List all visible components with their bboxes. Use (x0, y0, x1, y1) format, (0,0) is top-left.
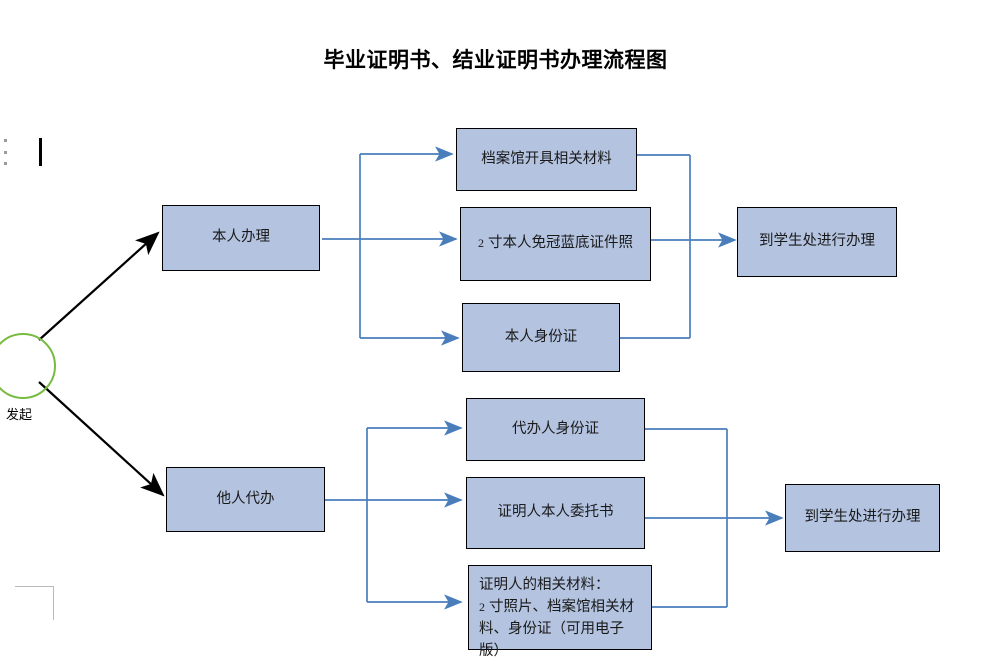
node-text-line-2: 2 寸照片、档案馆相关材 (479, 596, 643, 618)
drag-handle-dots[interactable] (4, 139, 8, 165)
node-self-handling[interactable]: 本人办理 (162, 205, 320, 271)
node-self-result[interactable]: 到学生处进行办理 (737, 207, 897, 277)
node-leading-number: 2 (477, 236, 484, 251)
drag-dot (4, 150, 7, 154)
node-proxy-req-materials[interactable]: 证明人的相关材料： 2 寸照片、档案馆相关材 料、身份证（可用电子版） (468, 565, 652, 659)
node-text-line-3: 料、身份证（可用电子版） (479, 621, 624, 660)
node-text: 2 寸本人免冠蓝底证件照 (478, 233, 633, 254)
node-text-line-1: 证明人的相关材料： (479, 577, 610, 593)
node-self-req-archive[interactable]: 档案馆开具相关材料 (456, 128, 637, 191)
drag-dot (4, 162, 7, 165)
node-text-rest: 寸本人免冠蓝底证件照 (483, 235, 634, 252)
text-caret (39, 138, 42, 166)
node-proxy-req-agent-id[interactable]: 代办人身份证 (466, 398, 645, 461)
drag-dot (4, 139, 7, 142)
node-proxy-req-authorization[interactable]: 证明人本人委托书 (466, 477, 645, 549)
node-text-rest: 寸照片、档案馆相关材 (485, 599, 635, 616)
page-title: 毕业证明书、结业证明书办理流程图 (323, 48, 668, 72)
node-leading-number: 2 (479, 600, 485, 615)
edge-start-to-proxy (38, 381, 165, 497)
node-proxy-result[interactable]: 到学生处进行办理 (785, 484, 940, 552)
node-proxy-handling[interactable]: 他人代办 (166, 467, 325, 532)
start-node-label: 发起 (6, 407, 33, 422)
node-self-req-id[interactable]: 本人身份证 (462, 303, 620, 372)
page-margin-mark (15, 586, 54, 620)
start-node[interactable] (0, 333, 56, 399)
edge-start-to-self (38, 231, 160, 341)
node-self-req-photo[interactable]: 2 寸本人免冠蓝底证件照 (460, 207, 651, 281)
